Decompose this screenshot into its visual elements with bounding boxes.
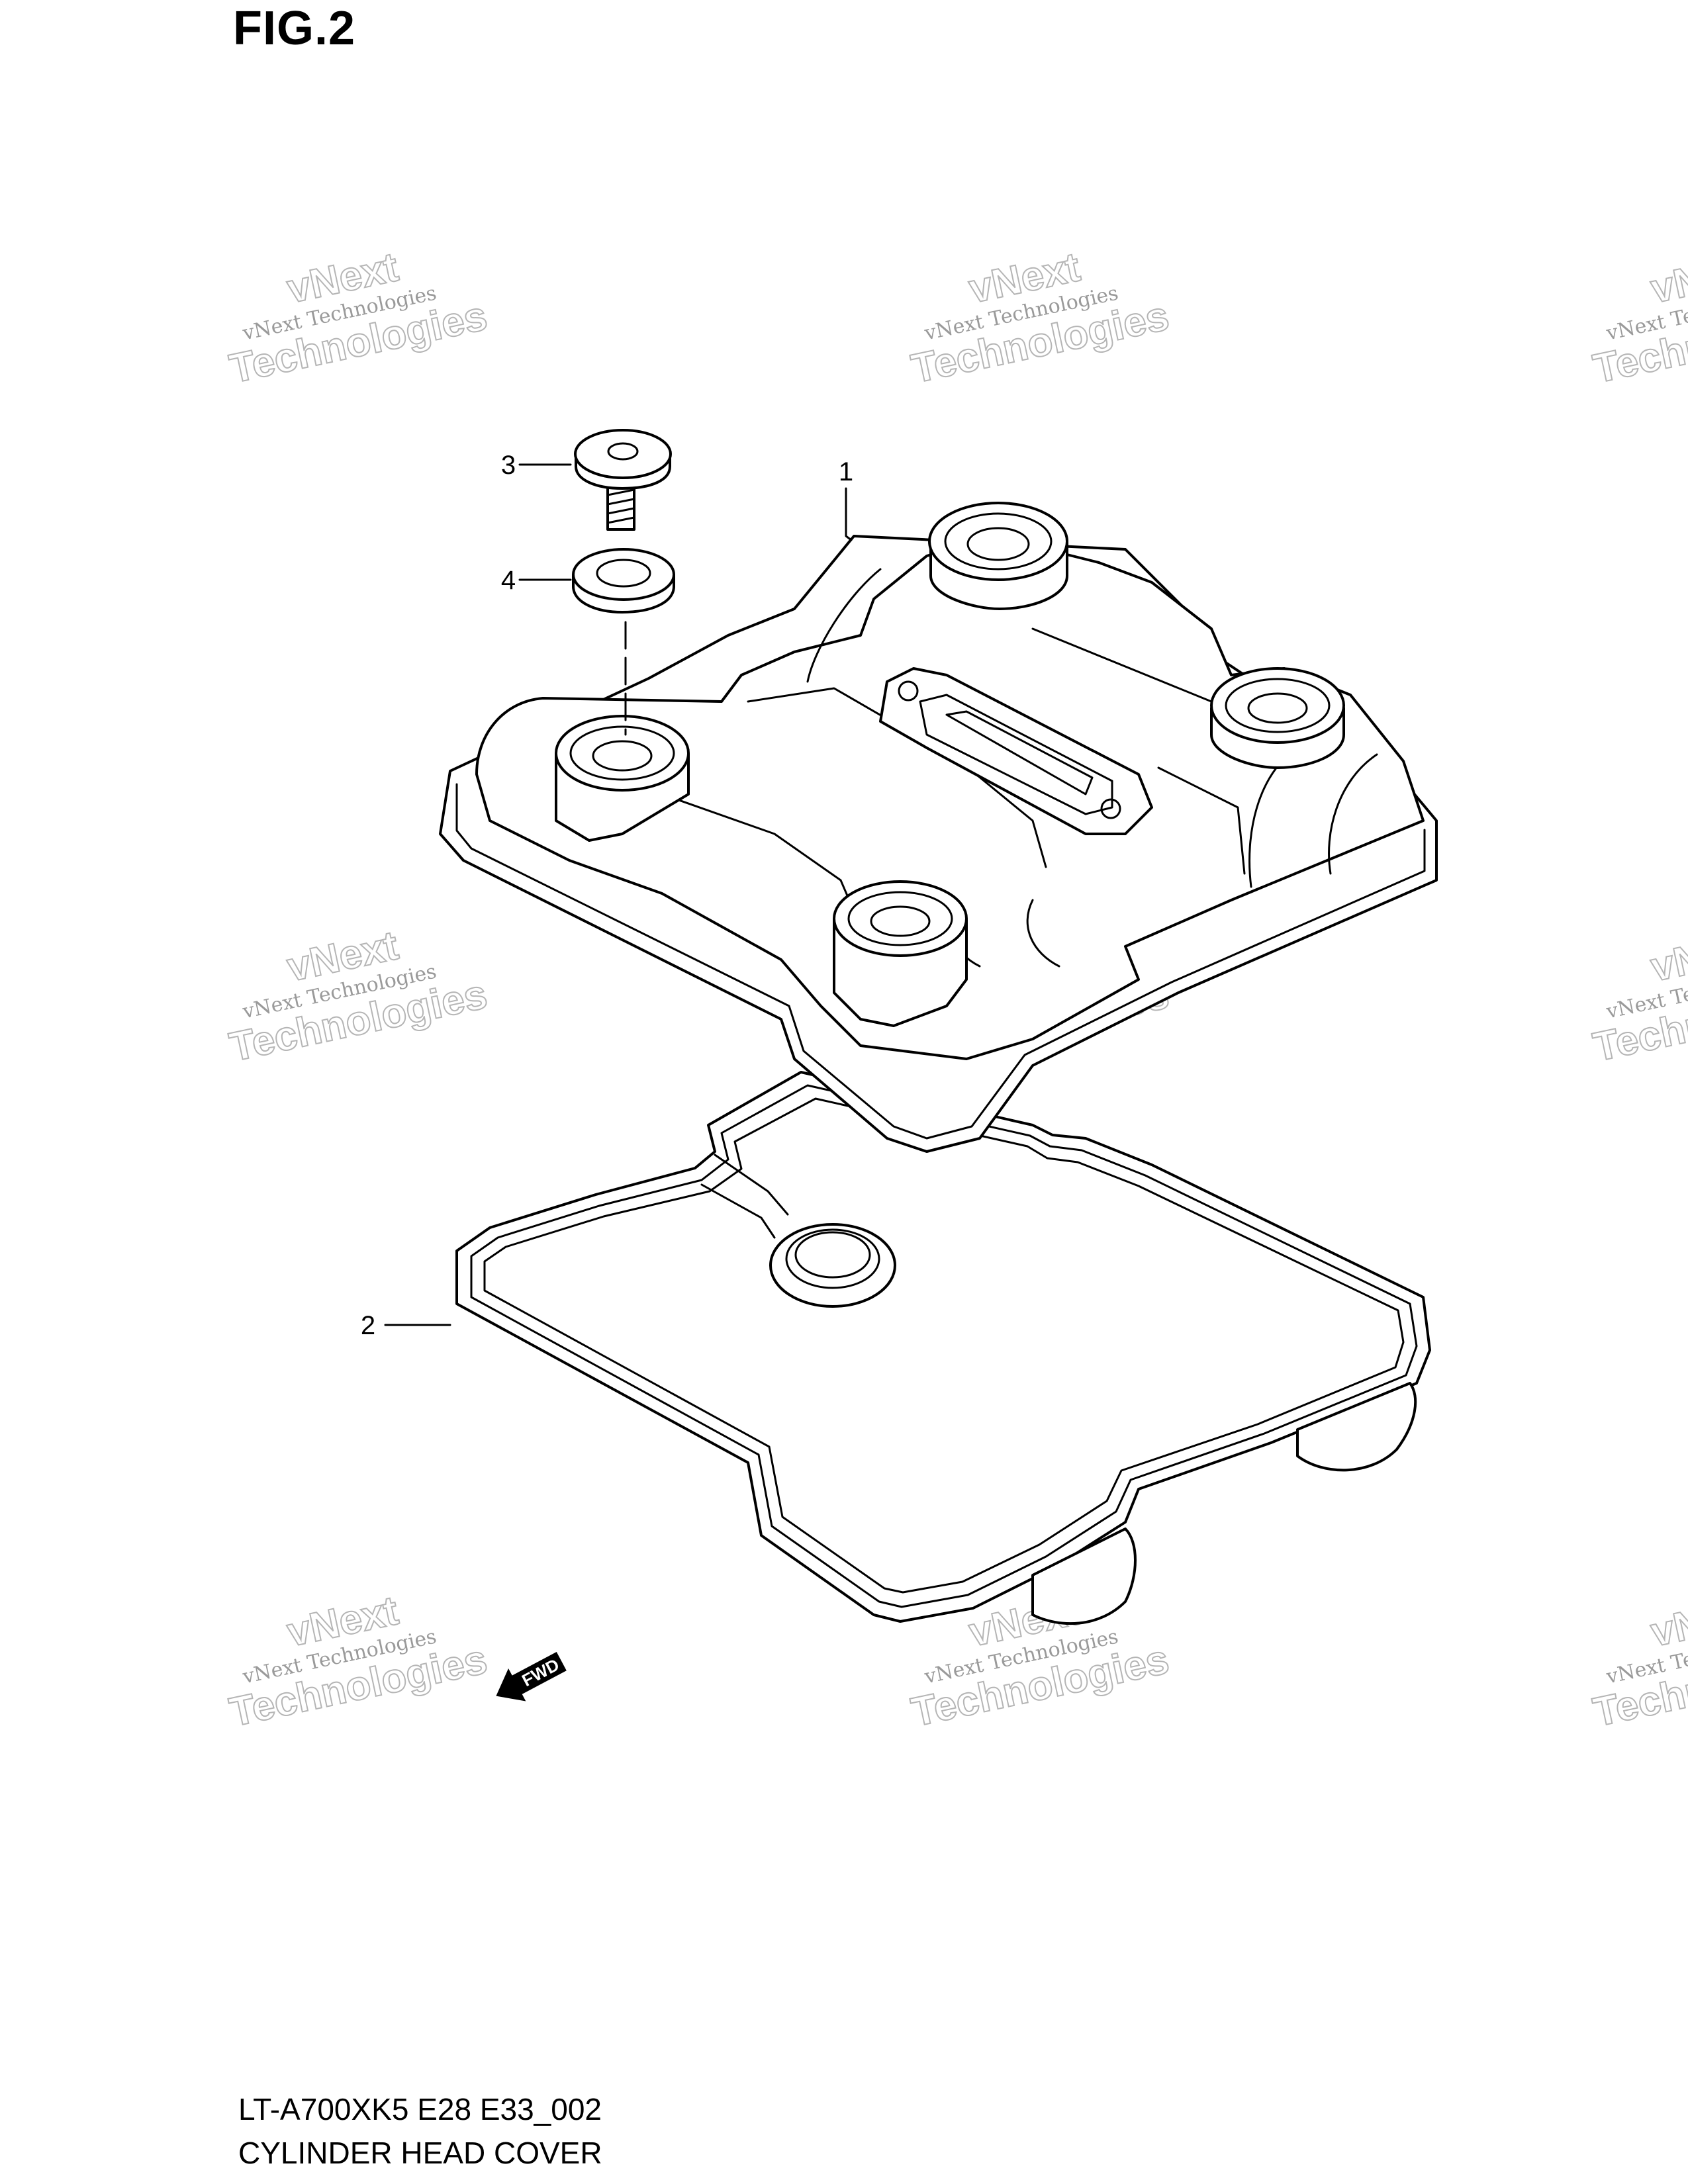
boss-left — [555, 715, 690, 842]
svg-text:vNext: vNext — [1647, 923, 1688, 991]
diagram-caption: CYLINDER HEAD COVER — [238, 2136, 602, 2170]
diagram-code: LT-A700XK5 E28 E33_002 — [238, 2092, 602, 2126]
callout-1: 1 — [839, 457, 853, 541]
washer-part-4 — [572, 548, 675, 614]
boss-front — [833, 880, 968, 1027]
svg-text:vNext: vNext — [1647, 1588, 1688, 1656]
fwd-label: FWD — [518, 1655, 562, 1690]
boss-right — [1210, 667, 1345, 769]
callout-number: 2 — [361, 1311, 375, 1340]
figure-title: FIG.2 — [233, 2, 356, 55]
callout-3: 3 — [501, 451, 572, 480]
callout-2: 2 — [361, 1311, 451, 1340]
svg-text:vNext: vNext — [1647, 244, 1688, 312]
forward-arrow-icon: FWD — [496, 1651, 567, 1702]
callout-4: 4 — [501, 566, 572, 595]
gasket-part-2 — [455, 1071, 1431, 1625]
callout-number: 3 — [501, 451, 516, 480]
cylinder-head-cover-part-1 — [439, 502, 1438, 1153]
bolt-part-3 — [574, 429, 672, 531]
callout-number: 1 — [839, 457, 853, 486]
boss-rear-top — [928, 502, 1068, 610]
callout-number: 4 — [501, 566, 516, 595]
